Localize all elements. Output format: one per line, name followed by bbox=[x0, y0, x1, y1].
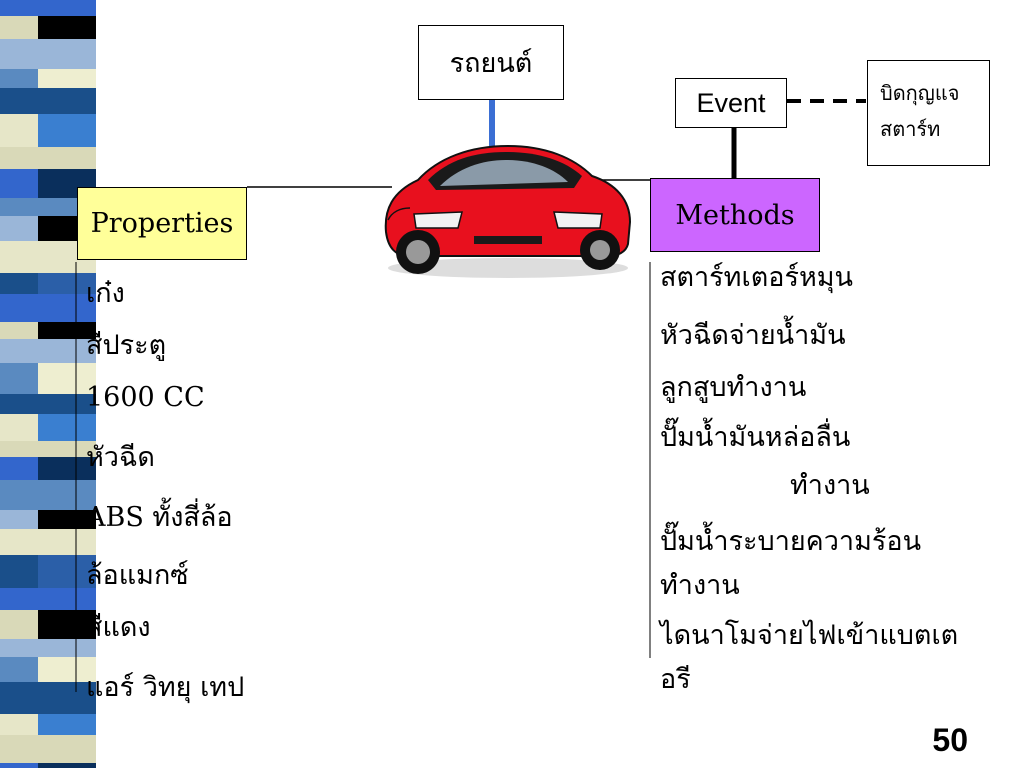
property-item: ABS ทั้งสี่ล้อ bbox=[86, 502, 233, 533]
property-item: 1600 CC bbox=[86, 382, 205, 413]
property-item: แอร์ วิทยุ เทป bbox=[86, 672, 245, 703]
methods-box: Methods bbox=[650, 178, 820, 252]
methods-label: Methods bbox=[675, 199, 795, 231]
event-note-line1: บิดกุญแจ bbox=[880, 81, 960, 105]
title-text: รถยนต์ bbox=[449, 48, 533, 79]
property-item: สีประตู bbox=[86, 330, 167, 361]
event-note-line2: สตาร์ท bbox=[880, 117, 941, 141]
properties-box: Properties bbox=[77, 187, 247, 260]
property-item: หัวฉีด bbox=[86, 442, 155, 473]
event-note-box: บิดกุญแจ สตาร์ท bbox=[867, 60, 990, 166]
event-box: Event bbox=[675, 78, 787, 128]
method-item: ปั๊มน้ำมันหล่อลื่น bbox=[660, 422, 851, 453]
page-number: 50 bbox=[932, 722, 968, 758]
property-item: สีแดง bbox=[86, 612, 151, 643]
method-item: ปั๊มน้ำระบายความร้อน ทำงาน bbox=[660, 526, 922, 601]
method-item: ไดนาโมจ่ายไฟเข้าแบตเตอรี bbox=[660, 620, 959, 695]
method-item: สตาร์ทเตอร์หมุน bbox=[660, 262, 854, 293]
method-item: หัวฉีดจ่ายน้ำมัน bbox=[660, 320, 846, 351]
property-item: เก๋ง bbox=[86, 278, 125, 309]
method-item: ทำงาน bbox=[790, 470, 870, 501]
car-illustration bbox=[384, 144, 632, 278]
property-item: ล้อแมกซ์ bbox=[86, 560, 189, 591]
method-item: ลูกสูบทำงาน bbox=[660, 372, 807, 403]
event-label: Event bbox=[696, 87, 766, 118]
title-box: รถยนต์ bbox=[418, 25, 564, 100]
properties-label: Properties bbox=[90, 208, 234, 239]
